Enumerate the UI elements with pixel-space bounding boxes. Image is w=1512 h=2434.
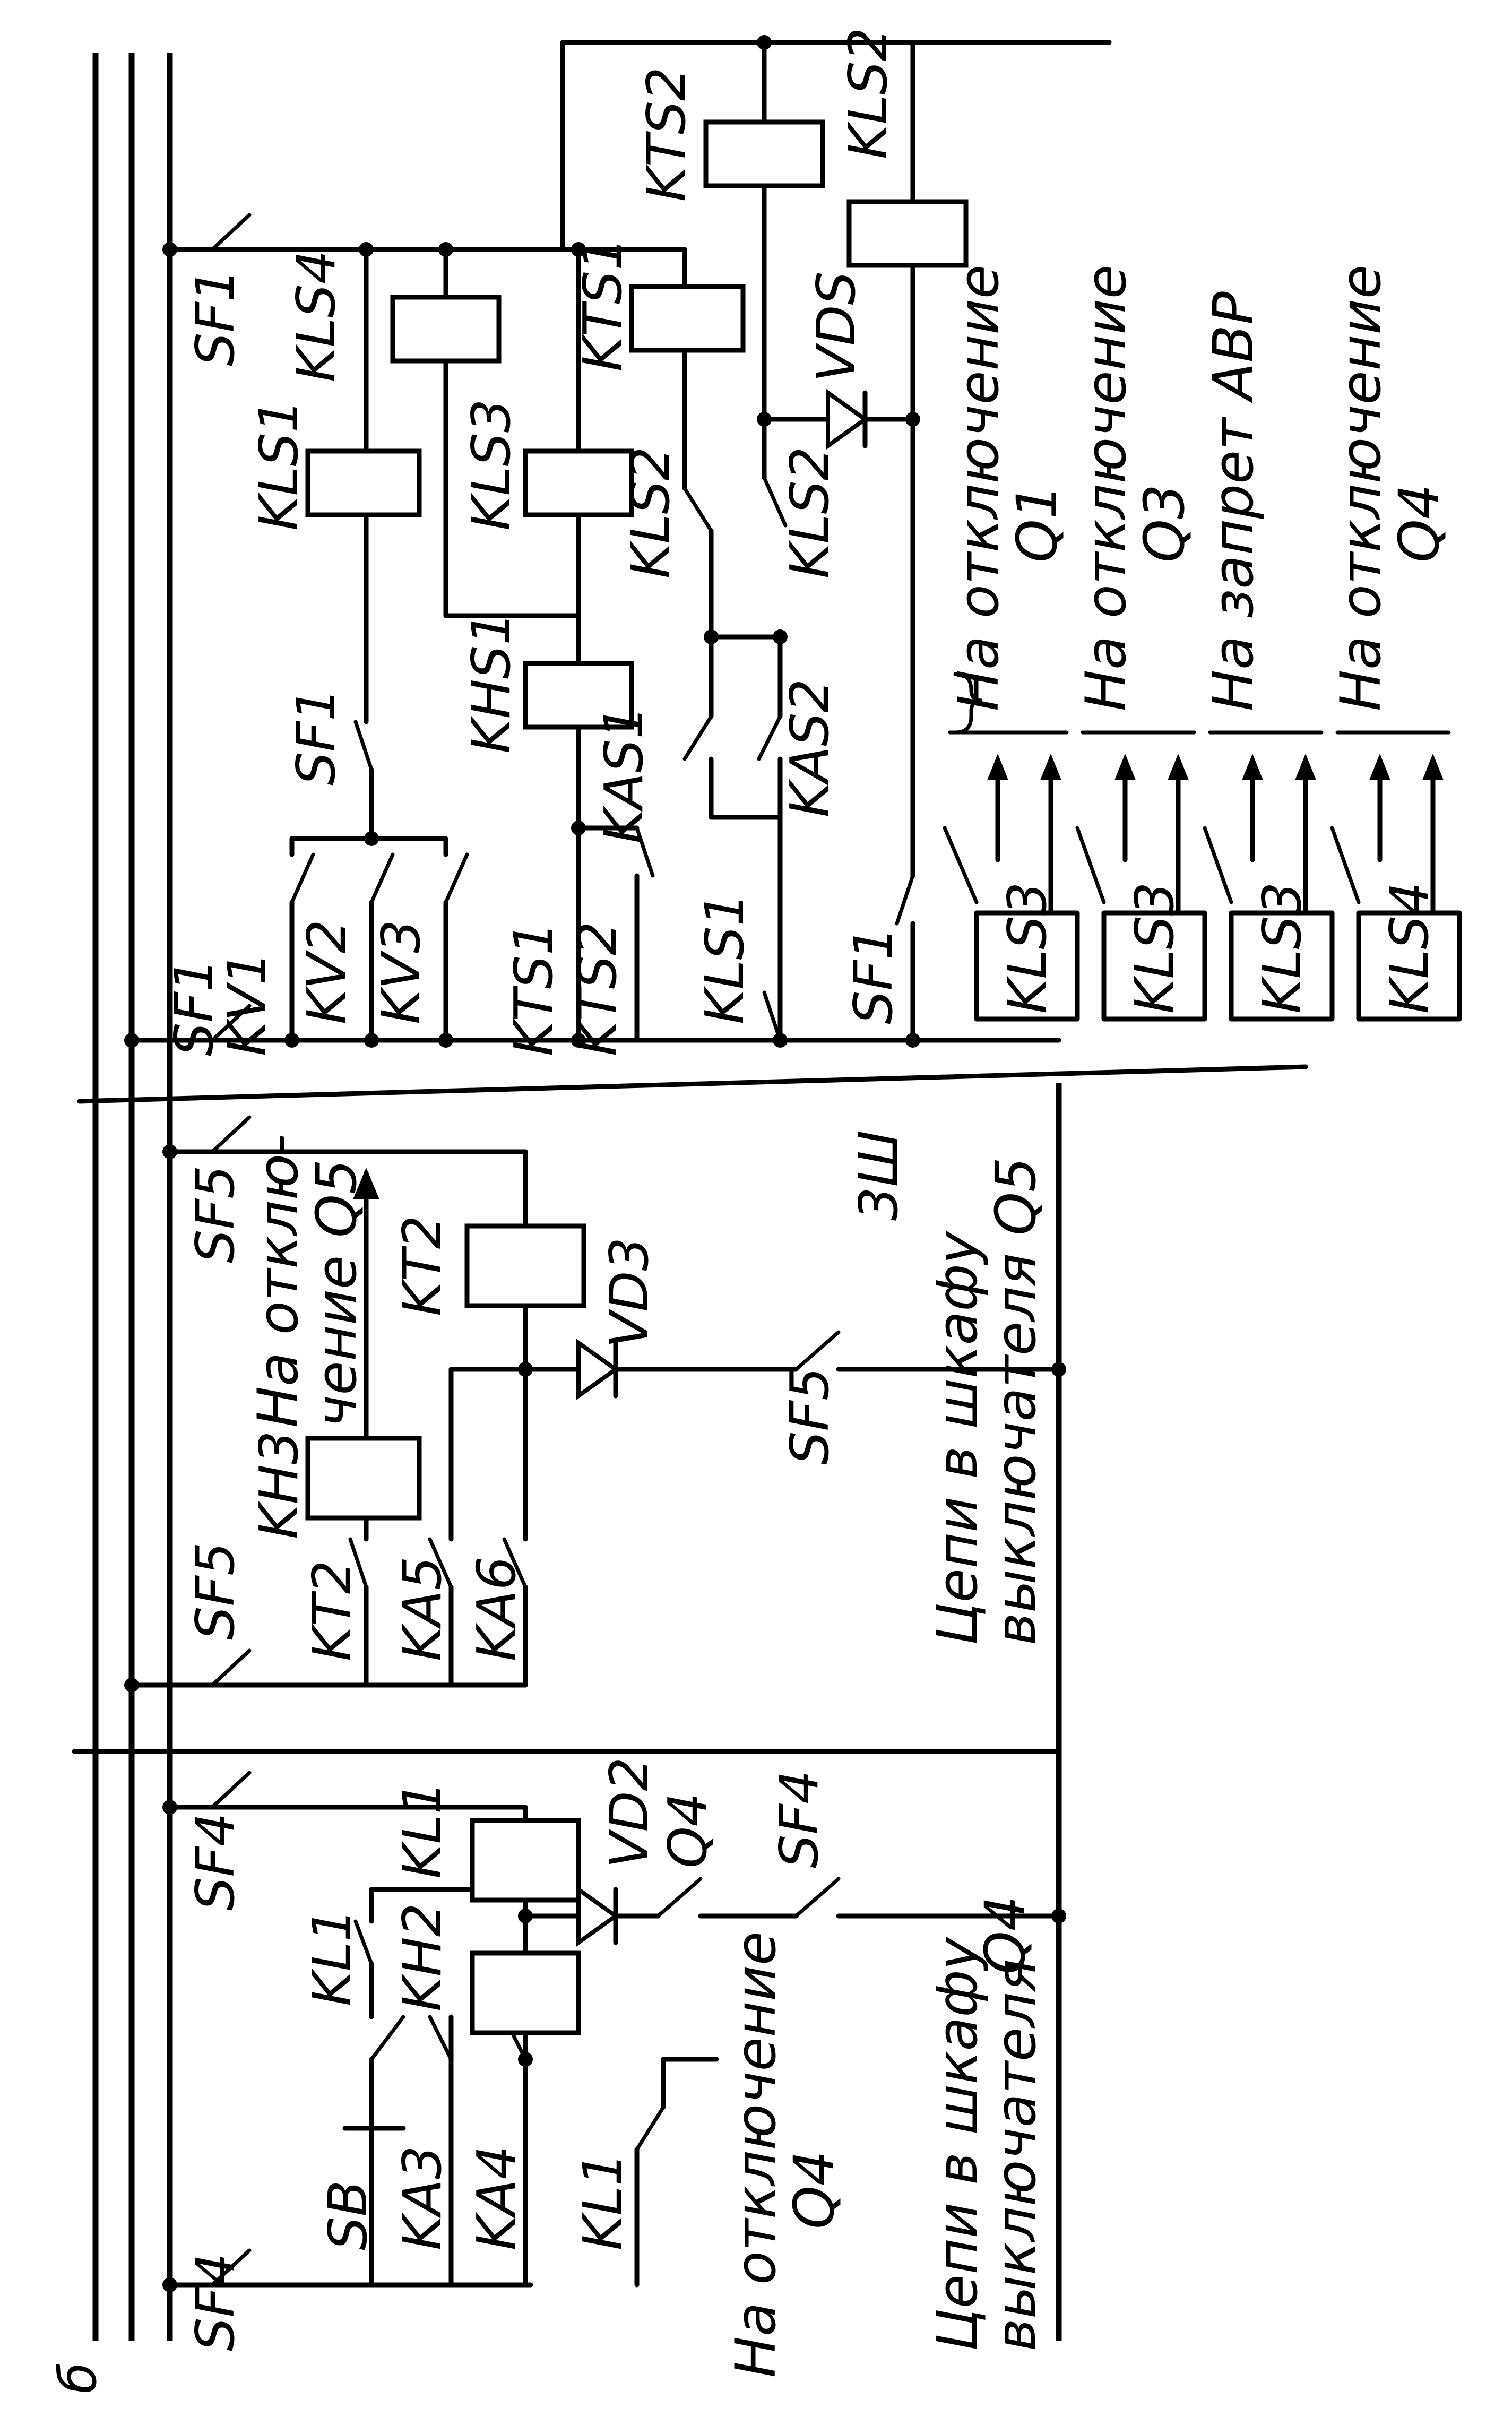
note-panel1-cab-1: Цепи в шкафу <box>925 1937 990 2351</box>
label-box4: KLS4 <box>1378 882 1440 1014</box>
note-out3-1: На запрет АВР <box>1201 291 1266 711</box>
label-kh3: KH3 <box>248 1431 310 1539</box>
label-sf5-right: SF5 <box>184 1165 246 1263</box>
note-out1-2: Q1 <box>1005 484 1069 563</box>
label-kls1-contact: KLS1 <box>694 893 756 1024</box>
note-out2-1: На отключение <box>1074 265 1138 711</box>
label-box2: KLS3 <box>1124 882 1186 1014</box>
label-sf1-mid: SF1 <box>285 687 347 786</box>
note-panel2-trip-1: На отклю- <box>246 1134 310 1428</box>
note-panel1-cab-2: выключателя <box>983 1959 1048 2351</box>
label-kls2-contact-b: KLS2 <box>779 447 841 579</box>
label-ka3: KA3 <box>391 2145 453 2250</box>
label-kv3: KV3 <box>370 919 432 1024</box>
panel-q1-circuit <box>124 35 1112 1048</box>
label-zsh: 3Ш <box>848 1130 910 1221</box>
supply-buses <box>72 53 1308 2341</box>
label-sf1-kv1: SF1 <box>163 958 225 1056</box>
label-kts1-contact: KTS1 <box>503 921 565 1056</box>
note-out4-1: На отключение <box>1328 265 1393 711</box>
label-kas1: KAS1 <box>593 705 655 844</box>
note-panel2-cab-2: выключателя Q5 <box>983 1157 1048 1645</box>
label-kh2: KH2 <box>391 1903 453 2012</box>
label-kl1-contact-low: KL1 <box>572 2152 634 2250</box>
note-panel2-cab-1: Цепи в шкафу <box>925 1231 990 1645</box>
label-kls2-coil: KLS2 <box>837 28 899 159</box>
label-sf5-mid: SF5 <box>779 1367 841 1465</box>
note-panel1-trip-1: На отключение <box>723 1931 788 2378</box>
labels: б SF4 SB KA3 KA4 KL1 KL1 KH2 KL1 VD2 Q4 … <box>48 28 1451 2394</box>
label-khs1: KHS1 <box>460 611 522 754</box>
label-q4: Q4 <box>656 1793 719 1868</box>
note-panel2-trip-2: чение Q5 <box>304 1159 369 1428</box>
label-kts2-coil: KTS2 <box>635 67 697 202</box>
label-sf4-right: SF4 <box>184 1812 246 1911</box>
label-kt2-contact: KT2 <box>301 1560 363 1661</box>
panel-q5-circuit <box>124 1115 1066 1693</box>
label-vds: VDS <box>805 271 867 382</box>
label-ka5: KA5 <box>391 1556 453 1661</box>
panel-q4-circuit <box>162 1771 1066 2292</box>
label-kl1-coil: KL1 <box>391 1781 453 1879</box>
label-kts2-contact: KTS2 <box>566 921 628 1056</box>
note-out2-2: Q3 <box>1132 484 1197 563</box>
label-sf4-left: SF4 <box>184 2253 246 2351</box>
label-kts1-coil: KTS1 <box>572 237 634 372</box>
label-kls2-contact-a: KLS2 <box>619 447 681 579</box>
label-kl1-contact: KL1 <box>301 1908 363 2006</box>
label-vd2: VD2 <box>598 1757 660 1868</box>
figure-label: б <box>48 2362 108 2394</box>
label-kls1-coil: KLS1 <box>248 399 310 531</box>
note-out1-1: На отключение <box>946 265 1011 711</box>
label-ka4: KA4 <box>465 2145 528 2250</box>
label-sf4-mid: SF4 <box>768 1770 830 1868</box>
note-out4-2: Q4 <box>1387 484 1451 563</box>
note-panel1-trip-2: Q4 <box>782 2151 846 2229</box>
note-panel1-cab-ref: Q4 <box>973 1896 1038 1974</box>
label-sf1-bottom: SF1 <box>842 926 904 1024</box>
label-sf1-right: SF1 <box>184 268 246 366</box>
label-kv2: KV2 <box>296 919 358 1024</box>
label-kls4-coil: KLS4 <box>285 251 347 382</box>
label-ka6: KA6 <box>465 1556 528 1661</box>
label-kas2: KAS2 <box>779 679 841 817</box>
label-box3: KLS3 <box>1251 882 1313 1014</box>
label-box1: KLS3 <box>996 882 1058 1014</box>
label-vd3: VD3 <box>598 1237 660 1348</box>
label-kt2-coil: KT2 <box>391 1215 453 1316</box>
output-contacts <box>943 672 1462 1022</box>
label-kv1: KV1 <box>216 951 278 1056</box>
label-sf5-left: SF5 <box>184 1542 246 1640</box>
label-sb: SB <box>317 2180 379 2250</box>
label-kls3-coil: KLS3 <box>460 399 522 531</box>
